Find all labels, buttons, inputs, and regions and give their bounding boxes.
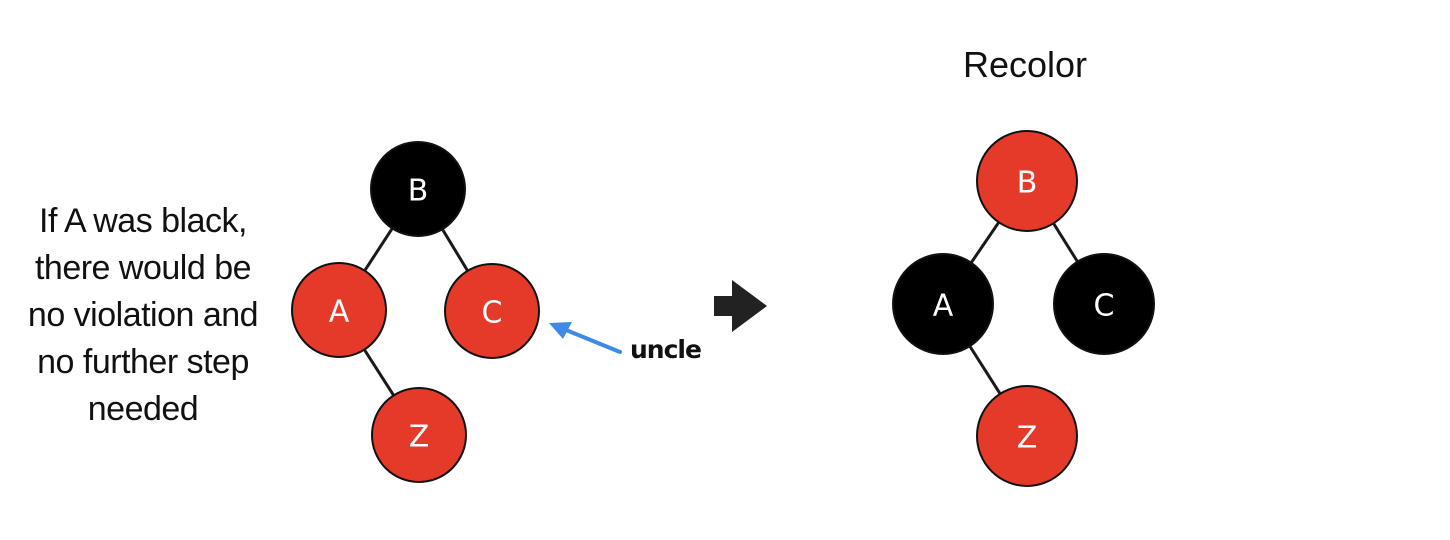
node-Z: Z [371, 387, 467, 483]
node-label: Z [409, 420, 430, 455]
uncle-pointer-arrow [549, 322, 622, 354]
node-circle [371, 387, 467, 483]
tree-before: B A C Z [291, 141, 540, 483]
note-line: needed [87, 390, 199, 428]
uncle-label: uncle [630, 335, 702, 364]
node-circle [1053, 253, 1155, 355]
node-circle [976, 385, 1078, 487]
transition-arrow-icon [714, 280, 767, 332]
node-label: C [1094, 289, 1115, 324]
node-circle [892, 253, 994, 355]
node-B: B [370, 141, 466, 237]
note-line: there would be [34, 249, 252, 287]
node-B: B [976, 130, 1078, 232]
explanation-note: If A was black, there would be no violat… [8, 198, 278, 433]
node-label: B [408, 174, 429, 209]
node-A: A [291, 262, 387, 358]
note-line: no violation and [27, 296, 259, 334]
node-label: A [329, 295, 350, 330]
node-label: Z [1017, 421, 1038, 456]
tree-after: B A C Z [892, 130, 1155, 487]
node-C: C [1053, 253, 1155, 355]
node-A: A [892, 253, 994, 355]
note-line: If A was black, [39, 202, 247, 240]
node-label: A [933, 289, 954, 324]
node-C: C [444, 263, 540, 359]
node-label: C [482, 296, 503, 331]
node-circle [291, 262, 387, 358]
node-circle [444, 263, 540, 359]
node-circle [976, 130, 1078, 232]
note-line: no further step [37, 343, 249, 381]
recolor-title: Recolor [962, 44, 1088, 85]
node-circle [370, 141, 466, 237]
node-Z: Z [976, 385, 1078, 487]
node-label: B [1017, 166, 1038, 201]
